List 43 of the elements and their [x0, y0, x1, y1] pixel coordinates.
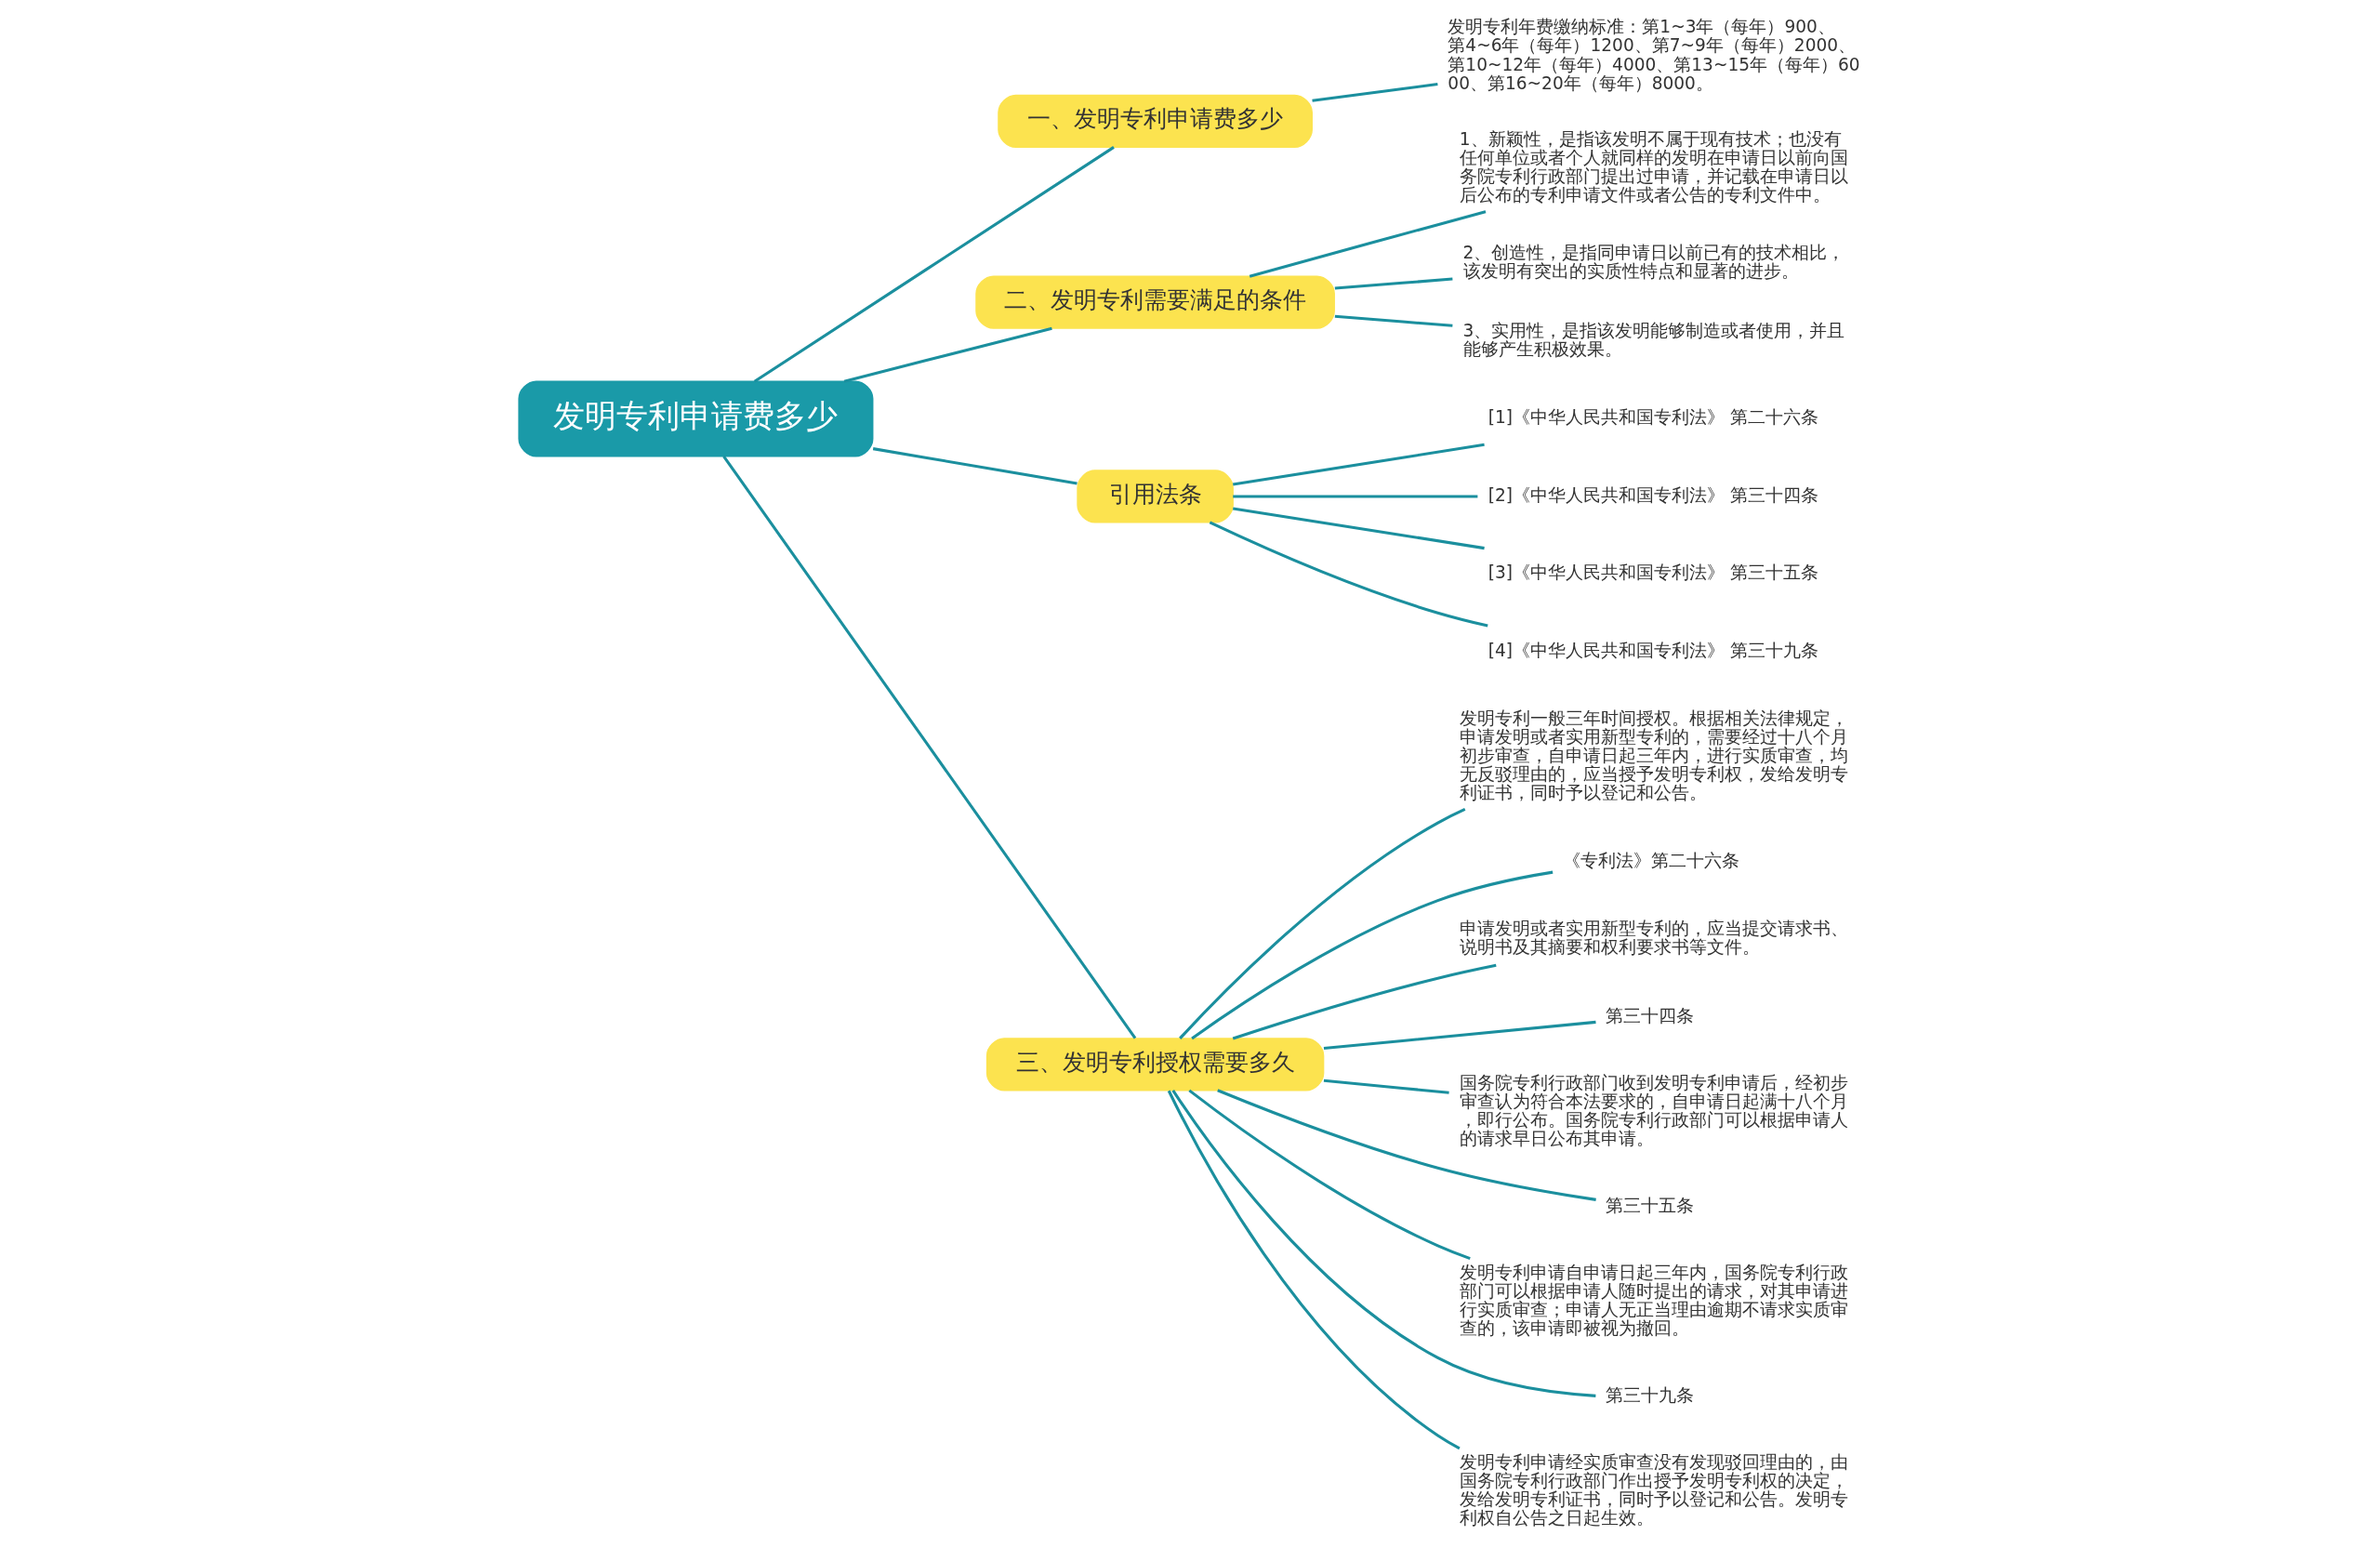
node-text: [4]《中华人民共和国专利法》 第三十九条 — [1488, 640, 1818, 660]
node-box: 一、发明专利申请费多少 — [997, 94, 1313, 148]
node-box: 发明专利申请费多少 — [517, 380, 873, 457]
node-text: 1、新颖性，是指该发明不属于现有技术；也没有任何单位或者个人就同样的发明在申请日以前向国务院专利行政部门提出过申请，并记载在申请日以后公布的专利申请文件或者公告的专利文件中。 — [1459, 128, 1848, 205]
node-text: 2、创造性，是指同申请日以前已有的技术相比，该发明有突出的实质性特点和显著的进步。 — [1462, 243, 1844, 282]
connector — [753, 146, 1115, 383]
connector — [1249, 210, 1486, 278]
node-box: 三、发明专利授权需要多久 — [985, 1038, 1324, 1092]
connector — [1334, 277, 1452, 290]
connector — [1209, 521, 1488, 628]
connector — [1311, 83, 1438, 102]
connector — [1323, 1020, 1596, 1051]
connector — [1232, 963, 1497, 1040]
node-text: 第三十四条 — [1606, 1005, 1694, 1025]
connector — [1232, 507, 1485, 550]
connector — [1323, 1078, 1449, 1094]
node-text: 申请发明或者实用新型专利的，应当提交请求书、说明书及其摘要和权利要求书等文件。 — [1459, 919, 1848, 958]
node-text: 3、实用性，是指该发明能够制造或者使用，并且能够产生积极效果。 — [1462, 320, 1844, 359]
node-text: 发明专利申请经实质审查没有发现驳回理由的，由国务院专利行政部门作出授予发明专利权的决定，发给发明专利证书，同时予以登记和公告。发明专利权自公告之日起生效。 — [1459, 1451, 1848, 1528]
node-box: 引用法条 — [1076, 470, 1234, 523]
node-text: 第三十九条 — [1606, 1385, 1694, 1406]
node-text: [2]《中华人民共和国专利法》 第三十四条 — [1488, 484, 1818, 505]
connector — [1187, 1089, 1471, 1261]
connector — [721, 455, 1136, 1039]
connector — [1167, 1090, 1461, 1450]
connector — [872, 447, 1078, 485]
node-text: 国务院专利行政部门收到发明专利申请后，经初步审查认为符合本法要求的，自申请日起满十八个月，即行公布。国务院专利行政部门可以根据申请人的请求早日公布其申请。 — [1459, 1072, 1848, 1148]
node-box: 二、发明专利需要满足的条件 — [974, 275, 1335, 329]
node-text: 发明专利一般三年时间授权。根据相关法律规定，申请发明或者实用新型专利的，需要经过十八个月初步审查，自申请日起三年内，进行实质审查，均无反驳理由的，应当授予发明专利权，发给发明专利证书，同时予以登记和公告。 — [1459, 708, 1848, 802]
node-text: [1]《中华人民共和国专利法》 第二十六条 — [1488, 407, 1818, 428]
connector — [1216, 1089, 1596, 1201]
node-text: 第三十五条 — [1606, 1195, 1694, 1215]
connector — [1334, 314, 1452, 327]
connector — [843, 326, 1052, 383]
node-text: [3]《中华人民共和国专利法》 第三十五条 — [1488, 562, 1818, 583]
connector — [1178, 808, 1465, 1039]
node-text: 发明专利申请自申请日起三年内，国务院专利行政部门可以根据申请人随时提出的请求，对其申请进行实质审查；申请人无正当理由逾期不请求实质审查的，该申请即被视为撤回。 — [1459, 1262, 1848, 1339]
node-text: 发明专利年费缴纳标准：第1~3年（每年）900、第4~6年（每年）1200、第7~9年（每年）2000、第10~12年（每年）4000、第13~15年（每年）6000、第16~20年（每年）8000。 — [1447, 17, 1860, 93]
connector — [1232, 495, 1477, 498]
connector — [1232, 443, 1485, 486]
connector — [1190, 870, 1553, 1040]
node-text: 《专利法》第二十六条 — [1562, 850, 1739, 870]
connector — [1170, 1089, 1595, 1397]
